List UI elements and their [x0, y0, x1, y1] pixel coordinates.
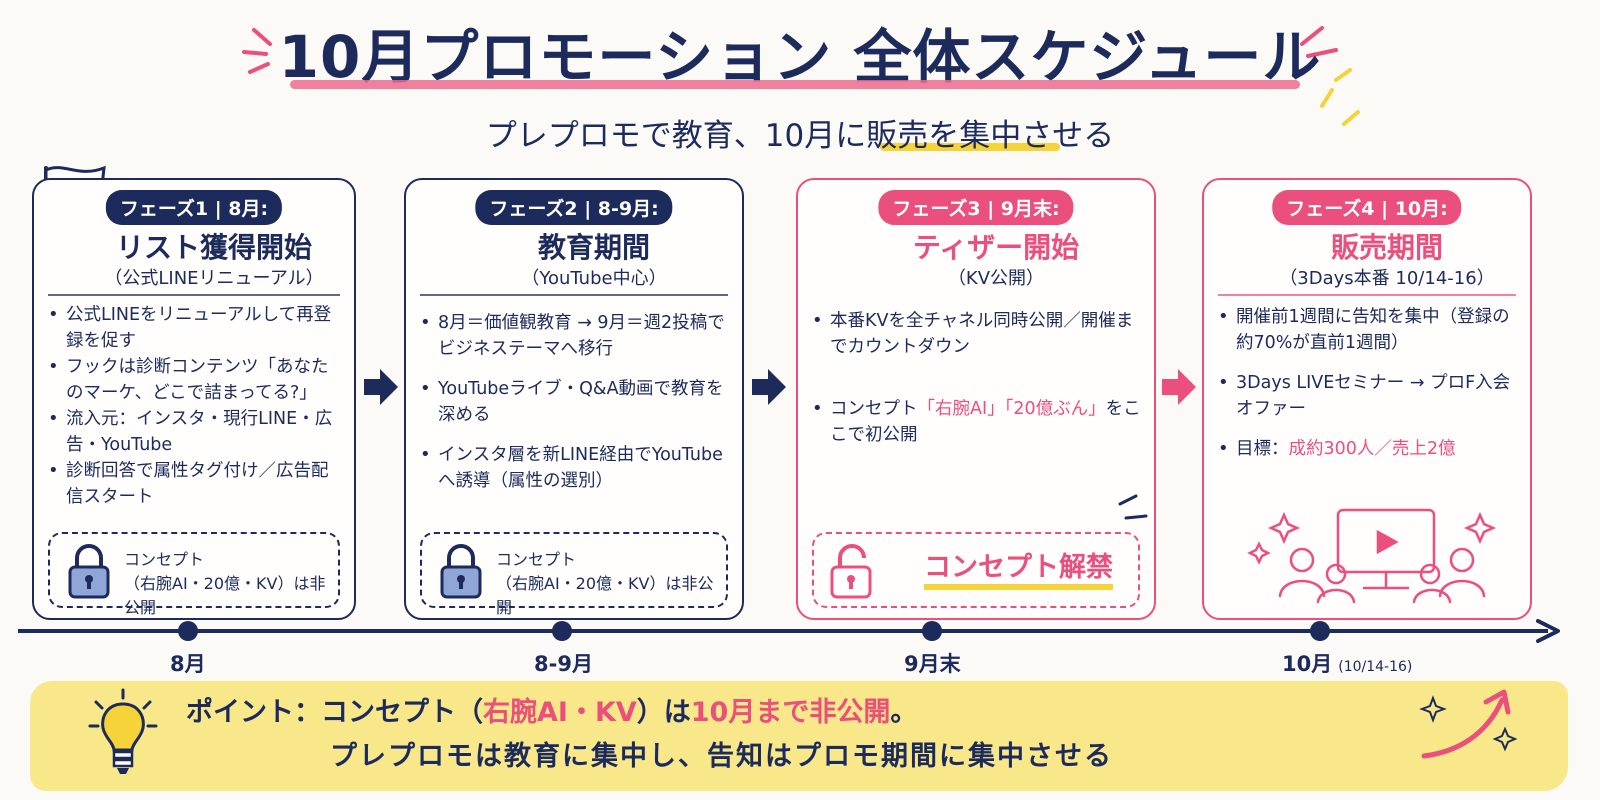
list-item: 流入元：インスタ・現行LINE・広告・YouTube	[48, 406, 344, 458]
timeline-marker	[178, 621, 198, 641]
lock-detail: （右腕AI・20億・KV）は非公開	[496, 574, 714, 617]
divider	[420, 294, 728, 296]
concept-lock-box: コンセプト （右腕AI・20億・KV）は非公開	[420, 532, 728, 617]
phase-badge: フェーズ2 | 8-9月:	[475, 190, 673, 225]
lock-title: コンセプト	[124, 550, 205, 569]
phase-title: ティザー開始	[912, 231, 1080, 264]
sparkle-lines-left-icon	[242, 28, 272, 74]
phase-2-card: フェーズ2 | 8-9月: 教育期間 （YouTube中心） 8月＝価値観教育 …	[404, 178, 744, 620]
reveal-text: をここで初公開	[830, 399, 1141, 445]
page-subtitle: プレプロモで教育、10月に販売を集中させる	[485, 118, 1115, 154]
list-item: インスタ層を新LINE経由でYouTubeへ誘導（属性の選別）	[420, 442, 732, 494]
arrow-right-pink-icon	[1162, 369, 1196, 405]
concept-names: 「右腕AI」「20億ぶん」	[917, 399, 1106, 419]
lock-icon	[68, 544, 110, 599]
divider	[48, 294, 340, 296]
phase-1-card: フェーズ1 | 8月: リスト獲得開始 （公式LINEリニューアル） 公式LIN…	[32, 178, 356, 620]
lock-text: コンセプト （右腕AI・20億・KV）は非公開	[124, 548, 338, 620]
concept-unlock-box: コンセプト解禁	[812, 532, 1140, 608]
timeline-note: (10/14-16)	[1338, 659, 1413, 675]
phase-title: 販売期間	[1330, 231, 1443, 264]
goal-label: 目標：	[1236, 439, 1289, 459]
lock-text: コンセプト （右腕AI・20億・KV）は非公開	[496, 548, 726, 620]
phase-4-card: フェーズ4 | 10月: 販売期間 （3Days本番 10/14-16） 開催前…	[1202, 178, 1532, 620]
phase-subtitle: （KV公開）	[947, 268, 1045, 289]
list-item: フックは診断コンテンツ「あなたのマーケ、どこで詰まってる?」	[48, 354, 344, 406]
subtitle-highlight	[880, 143, 1060, 151]
phase-3-card: フェーズ3 | 9月末: ティザー開始 （KV公開） 本番KVを全チャネル同時公…	[796, 178, 1156, 620]
arrow-right-icon	[364, 369, 398, 405]
lock-title: コンセプト	[496, 550, 577, 569]
goal-value: 成約300人／売上2億	[1288, 439, 1456, 459]
lock-detail: （右腕AI・20億・KV）は非公開	[124, 574, 326, 617]
timeline-label-group: 10月 (10/14-16)	[1282, 648, 1412, 678]
list-item: 診断回答で属性タグ付け／広告配信スタート	[48, 458, 344, 510]
phase-badge: フェーズ1 | 8月:	[105, 190, 283, 225]
timeline-axis	[18, 629, 1548, 633]
sparkle-lines-right-icon	[1300, 26, 1360, 126]
title-underline	[290, 80, 1300, 89]
bullet-list: 本番KVを全チャネル同時公開／開催までカウントダウン コンセプト「右腕AI」「2…	[812, 308, 1144, 448]
phase-subtitle: （3Days本番 10/14-16）	[1279, 268, 1495, 289]
trend-arrow-icon	[1419, 689, 1518, 759]
timeline-label: 8-9月	[534, 652, 593, 676]
page-title: 10月プロモーション 全体スケジュール	[278, 23, 1322, 91]
point-period: 。	[890, 697, 918, 728]
list-item: YouTubeライブ・Q&A動画で教育を深める	[420, 376, 732, 428]
point-text-line-2: プレプロモは教育に集中し、告知はプロモ期間に集中させる	[330, 741, 1113, 772]
bullet-list: 開催前1週間に告知を集中（登録の約70%が直前1週間） 3Days LIVEセミ…	[1218, 304, 1520, 462]
list-item: 3Days LIVEセミナー → プロF入会オファー	[1218, 370, 1520, 422]
list-item: 目標：成約300人／売上2億	[1218, 436, 1520, 462]
timeline-label: 8月	[170, 652, 206, 676]
list-item: 開催前1週間に告知を集中（登録の約70%が直前1週間）	[1218, 304, 1520, 356]
arrow-right-icon	[752, 369, 786, 405]
point-connector: ）は	[636, 697, 691, 728]
concept-label: コンセプト	[830, 399, 918, 419]
phase-subtitle: （公式LINEリニューアル）	[104, 268, 324, 289]
list-item: 本番KVを全チャネル同時公開／開催までカウントダウン	[812, 308, 1144, 360]
divider	[1218, 294, 1516, 296]
point-banner	[30, 681, 1568, 791]
lock-icon	[440, 544, 482, 599]
phase-title: リスト獲得開始	[115, 231, 312, 264]
unlock-text: コンセプト解禁	[924, 552, 1113, 590]
bullet-list: 公式LINEをリニューアルして再登録を促す フックは診断コンテンツ「あなたのマー…	[48, 302, 344, 510]
sparkle-lines-icon	[1118, 494, 1148, 520]
phase-badge: フェーズ3 | 9月末:	[878, 190, 1074, 225]
phase-title: 教育期間	[537, 231, 650, 264]
timeline-label: 10月	[1282, 652, 1333, 676]
bullet-list: 8月＝価値観教育 → 9月＝週2投稿でビジネステーマへ移行 YouTubeライブ…	[420, 310, 732, 494]
point-concept: 右腕AI・KV	[483, 697, 637, 728]
timeline-marker	[552, 621, 572, 641]
list-item: 公式LINEをリニューアルして再登録を促す	[48, 302, 344, 354]
point-private-until: 10月まで非公開	[690, 697, 891, 728]
list-item: コンセプト「右腕AI」「20億ぶん」をここで初公開	[812, 396, 1144, 448]
phase-badge: フェーズ4 | 10月:	[1272, 190, 1462, 225]
live-seminar-icon	[1247, 508, 1497, 604]
timeline-arrowhead-icon	[1536, 619, 1560, 643]
timeline-marker	[1310, 621, 1330, 641]
point-prefix: ポイント：コンセプト（	[186, 697, 483, 728]
timeline-marker	[922, 621, 942, 641]
unlocked-lock-icon	[830, 544, 872, 599]
lightbulb-icon	[88, 688, 158, 774]
list-item: 8月＝価値観教育 → 9月＝週2投稿でビジネステーマへ移行	[420, 310, 732, 362]
point-text-line-1: ポイント：コンセプト（右腕AI・KV）は10月まで非公開。	[186, 690, 917, 729]
phase-subtitle: （YouTube中心）	[521, 268, 667, 289]
timeline-label: 9月末	[904, 652, 961, 676]
concept-lock-box: コンセプト （右腕AI・20億・KV）は非公開	[48, 532, 340, 617]
